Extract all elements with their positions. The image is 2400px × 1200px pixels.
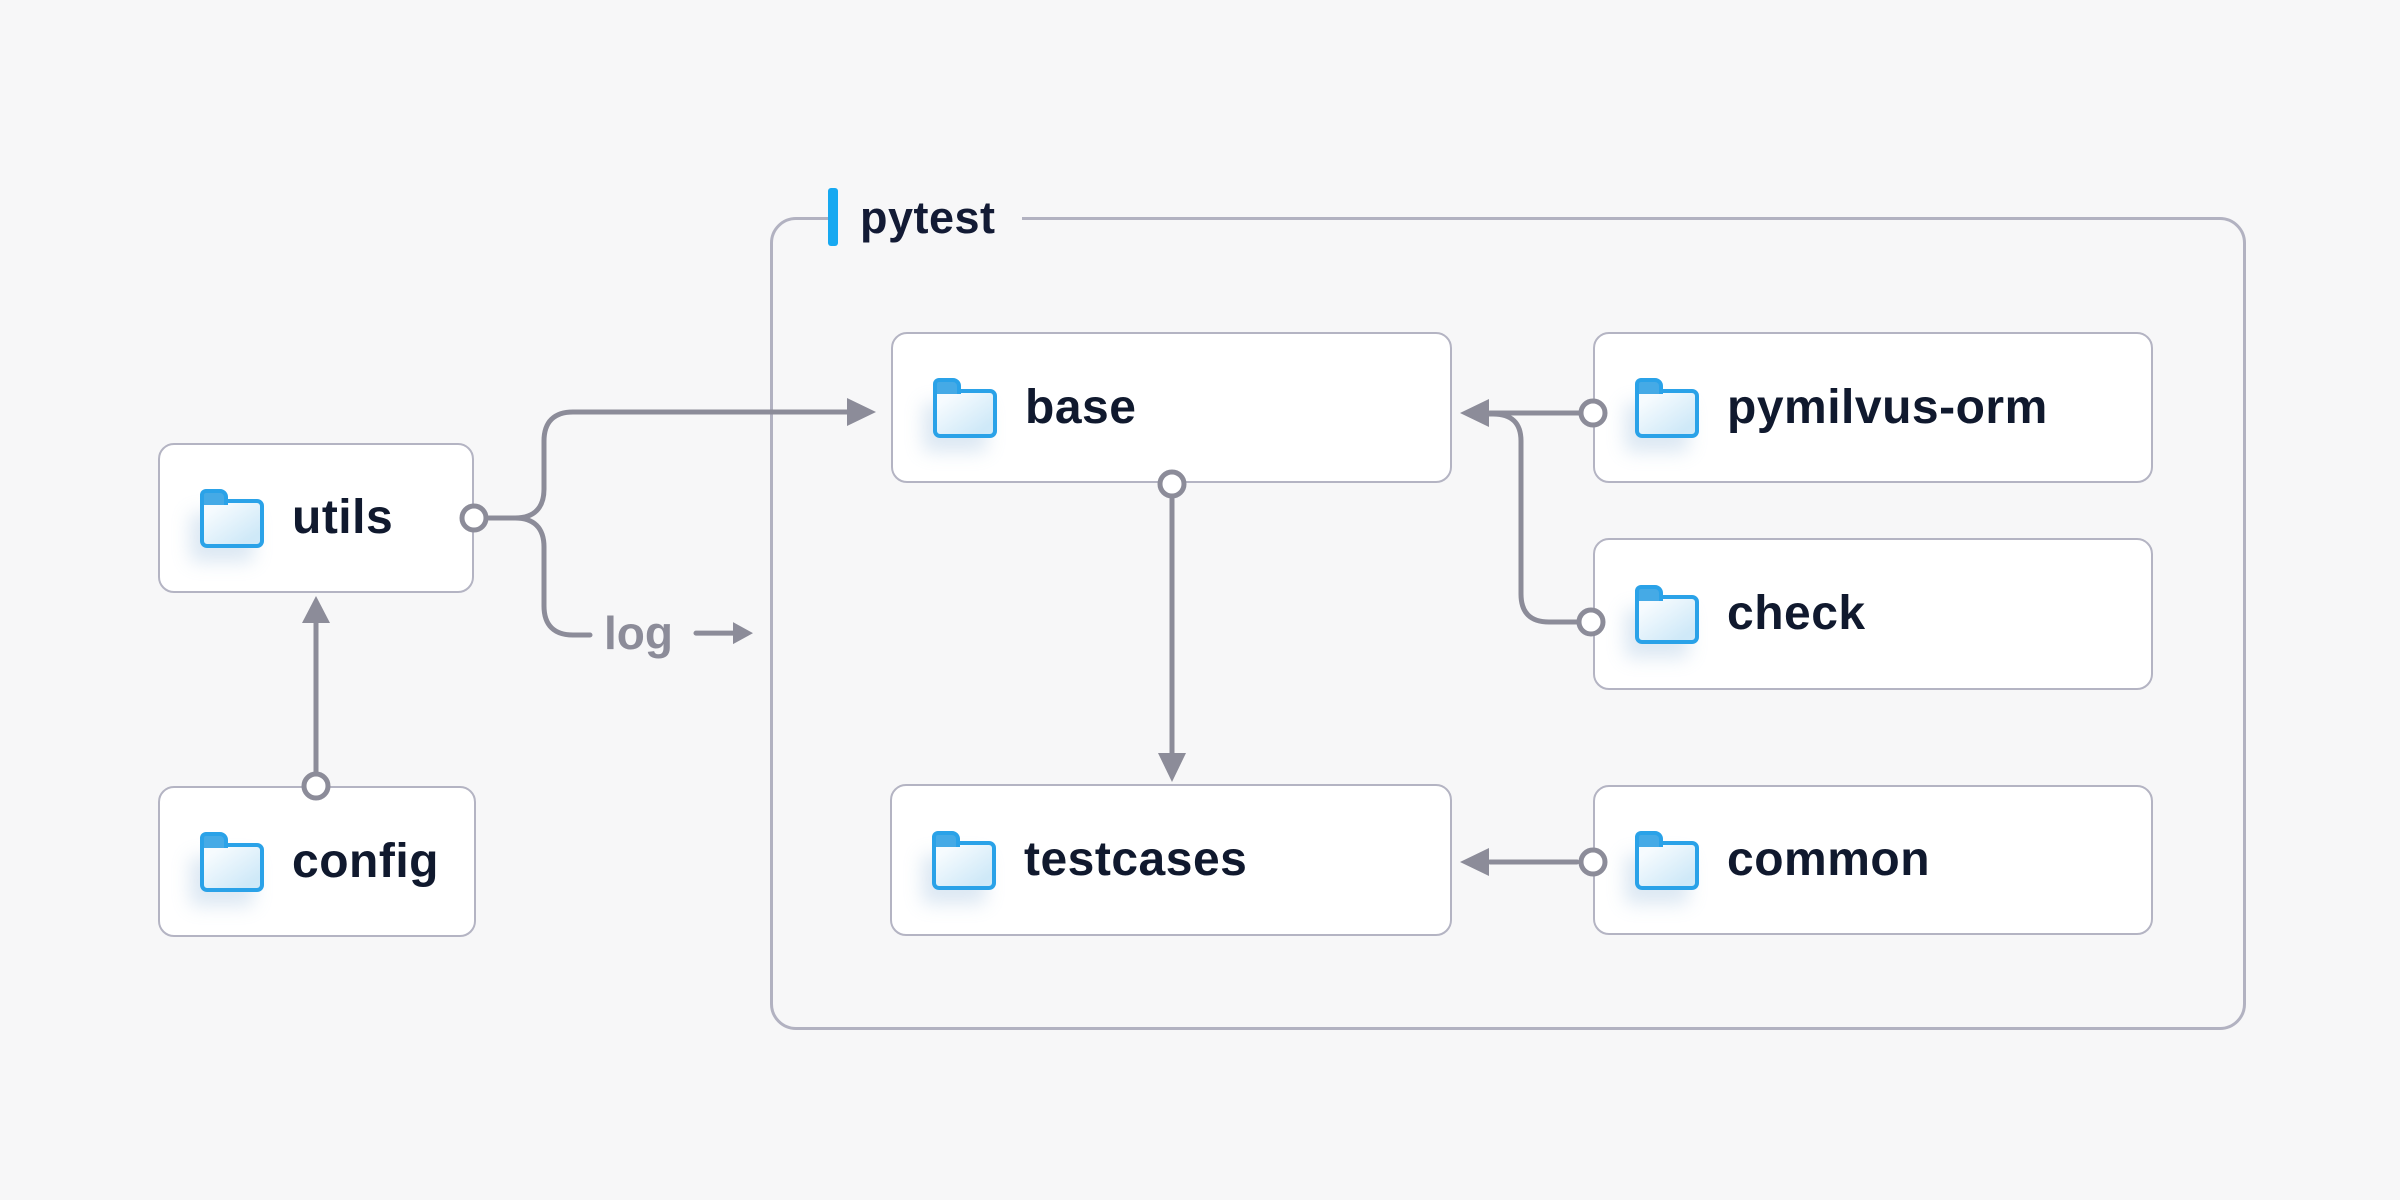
- node-common: common: [1593, 785, 2153, 935]
- edge-label-log: log: [604, 610, 755, 656]
- node-pymilvus-orm: pymilvus-orm: [1593, 332, 2153, 483]
- pytest-group-container: [770, 217, 2246, 1030]
- node-label: common: [1727, 833, 1931, 886]
- node-testcases: testcases: [890, 784, 1452, 936]
- folder-icon: [1634, 378, 1699, 438]
- node-check: check: [1593, 538, 2153, 690]
- folder-icon: [199, 488, 264, 548]
- arrowhead-up: [302, 596, 330, 623]
- pytest-group-label-text: pytest: [860, 191, 996, 243]
- folder-icon: [199, 832, 264, 892]
- edge-utils-log: [512, 515, 593, 638]
- node-label: utils: [292, 491, 394, 544]
- folder-icon: [1634, 830, 1699, 890]
- node-label: pymilvus-orm: [1727, 380, 2048, 434]
- node-config: config: [158, 786, 476, 937]
- arrow-right-icon: [693, 622, 753, 645]
- edge-label-log-text: log: [604, 607, 673, 660]
- pytest-group-label: pytest: [828, 182, 1022, 252]
- node-base: base: [891, 332, 1452, 483]
- node-label: testcases: [1024, 833, 1248, 886]
- node-utils: utils: [158, 443, 474, 593]
- folder-icon: [932, 378, 997, 438]
- folder-icon: [1634, 584, 1699, 644]
- accent-bar-icon: [828, 188, 838, 246]
- folder-icon: [931, 830, 996, 890]
- node-label: config: [292, 834, 439, 888]
- node-label: check: [1727, 587, 1866, 640]
- node-label: base: [1025, 380, 1137, 434]
